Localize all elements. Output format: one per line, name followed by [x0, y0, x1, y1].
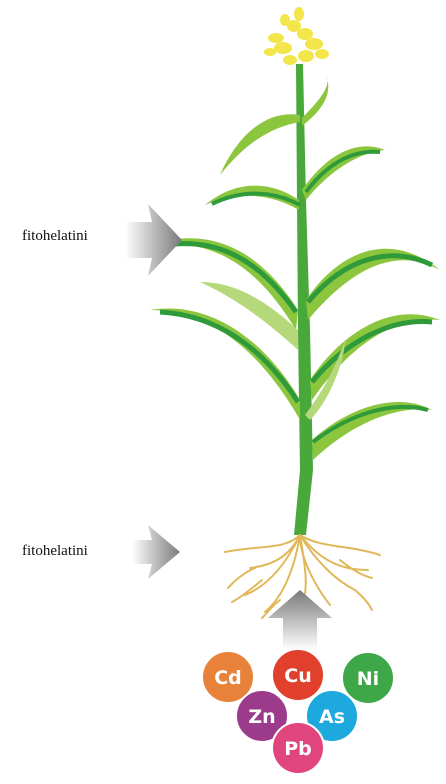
metal-symbol: Ni	[357, 668, 379, 690]
root-phytochelatin-label: fitohelatini	[22, 543, 88, 560]
arrow-right-icon	[132, 525, 180, 579]
metal-symbol: Cu	[284, 665, 311, 687]
arrow-right-icon	[125, 204, 182, 276]
left-leaves	[150, 238, 300, 420]
right-leaves	[305, 249, 440, 460]
metal-ion-pb: Pb	[272, 722, 324, 774]
upper-leaves	[205, 75, 385, 210]
metal-ion-cu: Cu	[272, 649, 324, 701]
metal-symbol: Cd	[214, 667, 242, 689]
metal-symbol: Pb	[284, 738, 312, 760]
metal-symbol: Zn	[248, 706, 275, 728]
tassel-flower	[264, 7, 329, 65]
metal-symbol: As	[319, 706, 345, 728]
leaf-phytochelatin-label: fitohelatini	[22, 228, 88, 245]
